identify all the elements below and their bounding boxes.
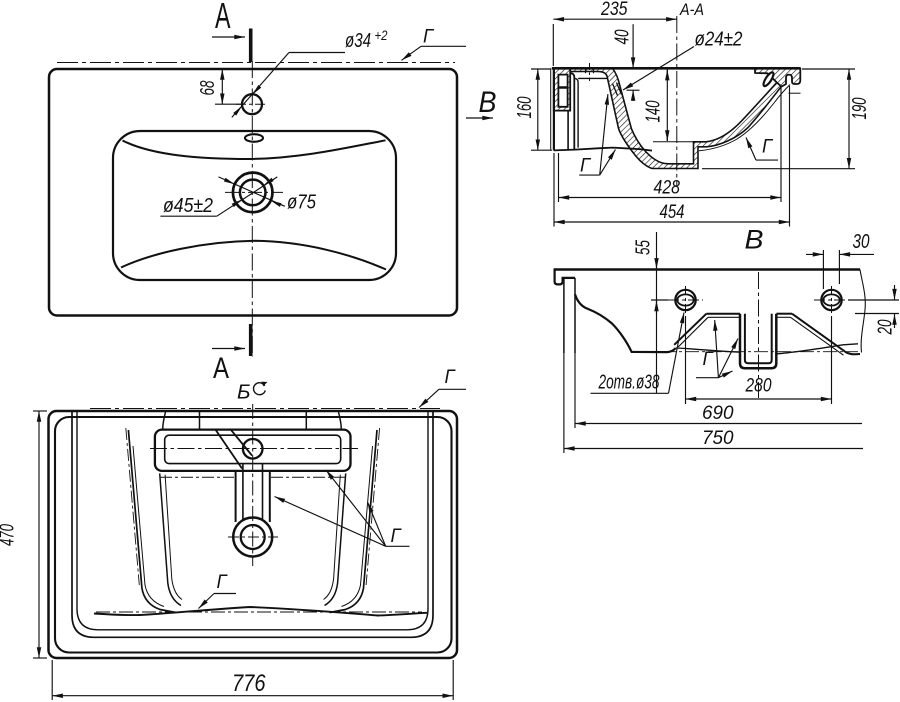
svg-text:235: 235 — [600, 0, 627, 20]
svg-text:Г: Г — [580, 155, 591, 177]
svg-text:В: В — [745, 225, 764, 255]
svg-text:Г: Г — [445, 366, 456, 388]
svg-text:68: 68 — [197, 81, 219, 96]
svg-text:Г: Г — [703, 348, 714, 370]
svg-text:280: 280 — [745, 375, 772, 397]
svg-text:454: 454 — [660, 201, 685, 223]
svg-text:Г: Г — [423, 26, 434, 48]
svg-text:Г: Г — [762, 136, 773, 158]
svg-text:428: 428 — [654, 177, 681, 199]
svg-text:ø34: ø34 — [345, 30, 371, 52]
svg-text:470: 470 — [0, 524, 19, 546]
svg-text:А-А: А-А — [679, 0, 704, 19]
svg-text:2отв.ø38: 2отв.ø38 — [598, 372, 660, 394]
svg-text:190: 190 — [848, 97, 871, 119]
svg-text:55: 55 — [633, 239, 655, 255]
svg-text:30: 30 — [853, 231, 870, 253]
svg-text:В: В — [479, 86, 497, 119]
svg-text:20: 20 — [875, 320, 897, 336]
svg-text:+2: +2 — [375, 27, 388, 43]
svg-text:Г: Г — [217, 571, 228, 593]
svg-text:690: 690 — [702, 402, 734, 424]
svg-text:A: A — [213, 352, 229, 385]
svg-text:ø45±2: ø45±2 — [163, 195, 213, 217]
svg-text:ø75: ø75 — [287, 192, 317, 214]
svg-text:750: 750 — [702, 427, 734, 449]
svg-text:140: 140 — [642, 100, 665, 122]
svg-text:Г: Г — [391, 525, 402, 547]
svg-text:ø24±2: ø24±2 — [695, 29, 743, 51]
svg-text:A: A — [215, 0, 231, 36]
svg-text:776: 776 — [232, 670, 266, 697]
svg-text:40: 40 — [612, 30, 634, 45]
svg-text:160: 160 — [513, 96, 536, 118]
svg-text:Б: Б — [237, 381, 251, 404]
